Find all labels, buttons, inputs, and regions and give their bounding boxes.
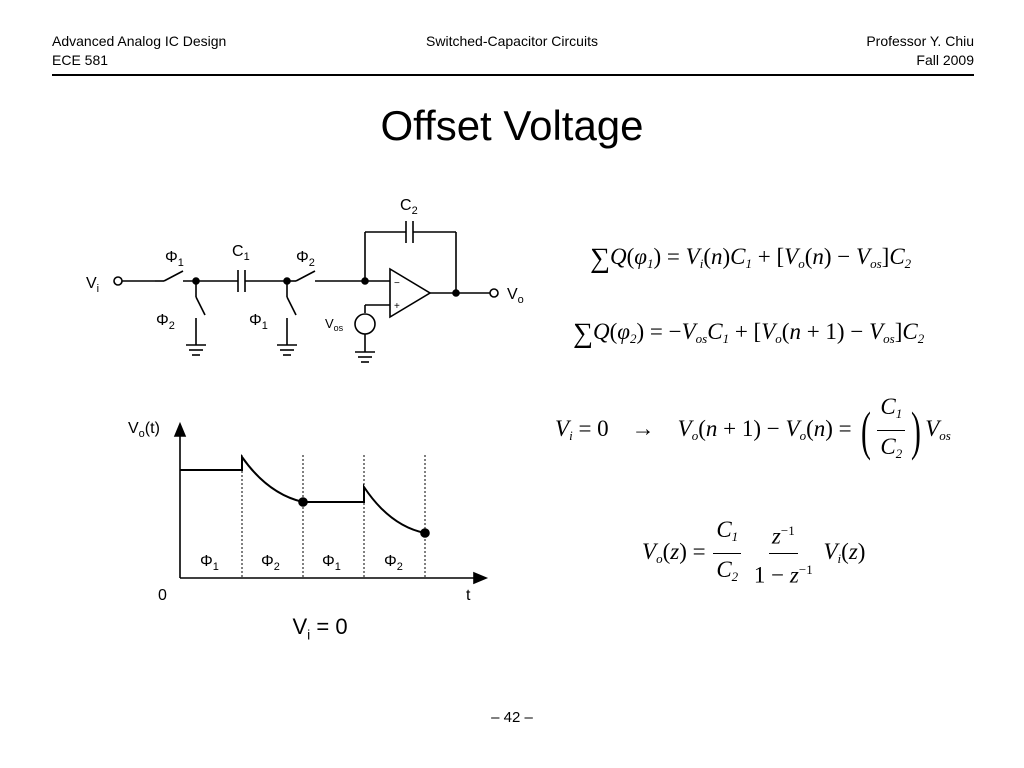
svg-text:Φ2: Φ2 xyxy=(261,553,280,573)
switch-phi1-shunt-label: Φ xyxy=(249,312,262,329)
waveform-origin-label: 0 xyxy=(158,587,167,604)
svg-text:Φ2: Φ2 xyxy=(384,553,403,573)
opamp-minus-sign: − xyxy=(394,278,400,289)
waveform-x-label: t xyxy=(466,587,471,604)
svg-text:Vos: Vos xyxy=(325,316,344,333)
switch-phi2-shunt-label: Φ xyxy=(156,312,169,329)
vi-label: V xyxy=(86,275,97,292)
opamp-plus-sign: + xyxy=(394,301,400,312)
waveform-y-label: V xyxy=(128,420,139,437)
condition-label: Vi = 0 xyxy=(292,614,348,643)
c2-label: C xyxy=(400,197,412,214)
svg-text:Φ1: Φ1 xyxy=(322,553,341,573)
svg-text:Φ2: Φ2 xyxy=(296,249,315,269)
vo-label: V xyxy=(507,286,518,303)
switch-phi2-series-label: Φ xyxy=(296,249,309,266)
professor-name: Professor Y. Chiu xyxy=(866,33,974,49)
course-code: ECE 581 xyxy=(52,52,109,68)
svg-text:Vi: Vi xyxy=(86,275,99,295)
switch-phi1-series-label: Φ xyxy=(165,249,178,266)
svg-text:Φ1: Φ1 xyxy=(165,249,184,269)
charge-equation-phi2: ∑Q(φ2) = −VosC1 + [Vo(n + 1) − Vos]C2 xyxy=(573,318,925,349)
slide-topic: Switched-Capacitor Circuits xyxy=(426,33,598,49)
page-number: – 42 – xyxy=(491,709,533,726)
page-title: Offset Voltage xyxy=(380,102,644,149)
phase-label: Φ xyxy=(261,553,274,570)
svg-text:C2: C2 xyxy=(400,197,418,217)
vos-label: V xyxy=(325,316,334,331)
header-divider xyxy=(52,74,974,76)
svg-text:Vo(t): Vo(t) xyxy=(128,420,160,440)
phase-label: Φ xyxy=(322,553,335,570)
term: Fall 2009 xyxy=(916,52,974,68)
phase-label: Φ xyxy=(384,553,397,570)
phase-label: Φ xyxy=(200,553,213,570)
course-title: Advanced Analog IC Design xyxy=(52,33,227,49)
svg-text:Φ1: Φ1 xyxy=(200,553,219,573)
svg-text:Vo: Vo xyxy=(507,286,524,306)
svg-text:C1: C1 xyxy=(232,243,250,263)
waveform-plot xyxy=(173,421,489,585)
c1-label: C xyxy=(232,243,244,260)
svg-text:Φ2: Φ2 xyxy=(156,312,175,332)
charge-equation-phi1: ∑Q(φ1) = Vi(n)C1 + [Vo(n) − Vos]C2 xyxy=(590,243,912,274)
svg-text:Φ1: Φ1 xyxy=(249,312,268,332)
